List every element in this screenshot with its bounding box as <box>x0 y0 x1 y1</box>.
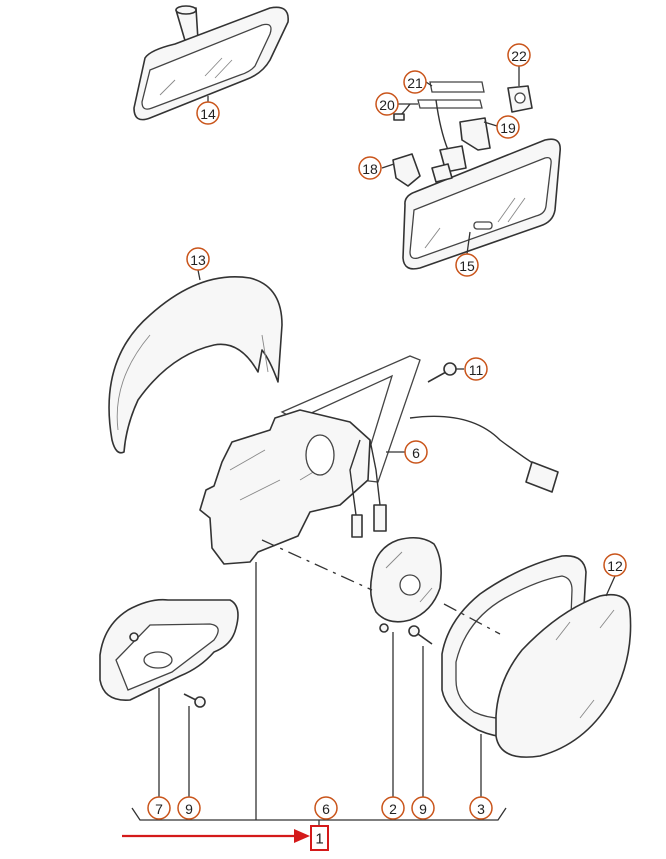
callout-2: 2 <box>381 796 405 820</box>
housing-cap-13 <box>108 276 283 454</box>
callout-9-left: 9 <box>177 796 201 820</box>
adjusting-motor-2 <box>369 536 442 633</box>
callout-18: 18 <box>358 156 382 180</box>
leader-lines <box>131 66 616 826</box>
callout-9-left-text: 9 <box>185 801 193 817</box>
interior-mirror-14 <box>133 5 289 121</box>
screw-9-right <box>408 625 433 645</box>
callout-20: 20 <box>375 92 399 116</box>
lower-housing-7 <box>99 598 239 701</box>
callout-15-text: 15 <box>459 258 475 274</box>
screw-11 <box>427 362 457 383</box>
callout-9-right-text: 9 <box>419 801 427 817</box>
callout-13-text: 13 <box>190 252 206 268</box>
callout-6-upper: 6 <box>404 440 428 464</box>
callout-3-text: 3 <box>477 801 485 817</box>
mirror-base-6 <box>199 355 559 565</box>
callout-6-lower-text: 6 <box>322 801 330 817</box>
callout-6-lower: 6 <box>314 796 338 820</box>
callout-19-text: 19 <box>500 120 516 136</box>
callout-21: 21 <box>403 70 427 94</box>
callout-19: 19 <box>496 115 520 139</box>
callout-2-text: 2 <box>389 801 397 817</box>
callout-13: 13 <box>186 247 210 271</box>
callout-7: 7 <box>147 796 171 820</box>
callout-3: 3 <box>469 796 493 820</box>
main-part-label-text: 1 <box>315 831 323 848</box>
callout-11: 11 <box>464 357 488 381</box>
callout-14-text: 14 <box>200 106 216 122</box>
callout-7-text: 7 <box>155 801 163 817</box>
main-part-label-1: 1 <box>310 825 329 851</box>
callout-11-text: 11 <box>469 362 484 378</box>
callout-14: 14 <box>196 101 220 125</box>
callout-22: 22 <box>507 43 531 67</box>
callout-9-right: 9 <box>411 796 435 820</box>
callout-21-text: 21 <box>407 75 423 91</box>
callout-15: 15 <box>455 253 479 277</box>
assembly-axis-line <box>261 539 501 635</box>
highlight-arrow <box>122 829 310 843</box>
interior-mirror-15-assembly <box>392 81 562 270</box>
mirror-glass-12 <box>495 593 632 758</box>
callout-18-text: 18 <box>362 161 378 177</box>
callout-6-upper-text: 6 <box>412 445 420 461</box>
callout-12: 12 <box>603 553 627 577</box>
callout-12-text: 12 <box>607 558 623 574</box>
callout-20-text: 20 <box>379 97 395 113</box>
screw-9-left <box>183 693 206 708</box>
callout-22-text: 22 <box>511 48 527 64</box>
